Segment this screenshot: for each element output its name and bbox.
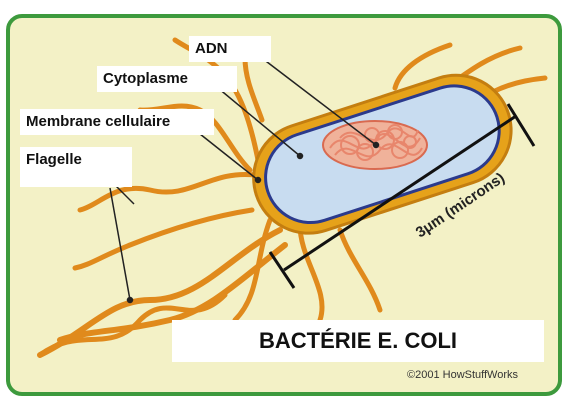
scale-cap [506, 103, 536, 147]
label-cytoplasme: Cytoplasme [97, 66, 237, 92]
flagella-group [37, 37, 548, 358]
flagellum [57, 242, 288, 343]
label-membrane: Membrane cellulaire [20, 109, 214, 135]
diagram-title: BACTÉRIE E. COLI [258, 328, 457, 353]
label-flagelle: Flagelle [20, 147, 132, 187]
scale-line [283, 114, 517, 272]
copyright-notice: ©2001 HowStuffWorks [407, 369, 519, 381]
flagellum [297, 222, 325, 323]
pointer-cytoplasme [217, 87, 301, 157]
flagellum [242, 55, 265, 123]
scale-bar [268, 103, 536, 289]
pointer-lines [109, 51, 380, 304]
flagellum [77, 171, 258, 213]
flagellum [37, 292, 228, 358]
pointer-adn [253, 51, 377, 146]
label-adn: ADN [189, 36, 271, 62]
scale-cap [268, 251, 296, 289]
pointer-flagelle [113, 183, 135, 205]
pointer-flagelle [109, 187, 131, 301]
pointer-membrane [194, 129, 259, 181]
flagellum [392, 42, 453, 91]
flagellum [37, 227, 283, 358]
flagellum [72, 207, 255, 271]
flagellum [337, 227, 383, 313]
title-box: BACTÉRIE E. COLI [172, 320, 544, 362]
flagellum [232, 217, 273, 323]
